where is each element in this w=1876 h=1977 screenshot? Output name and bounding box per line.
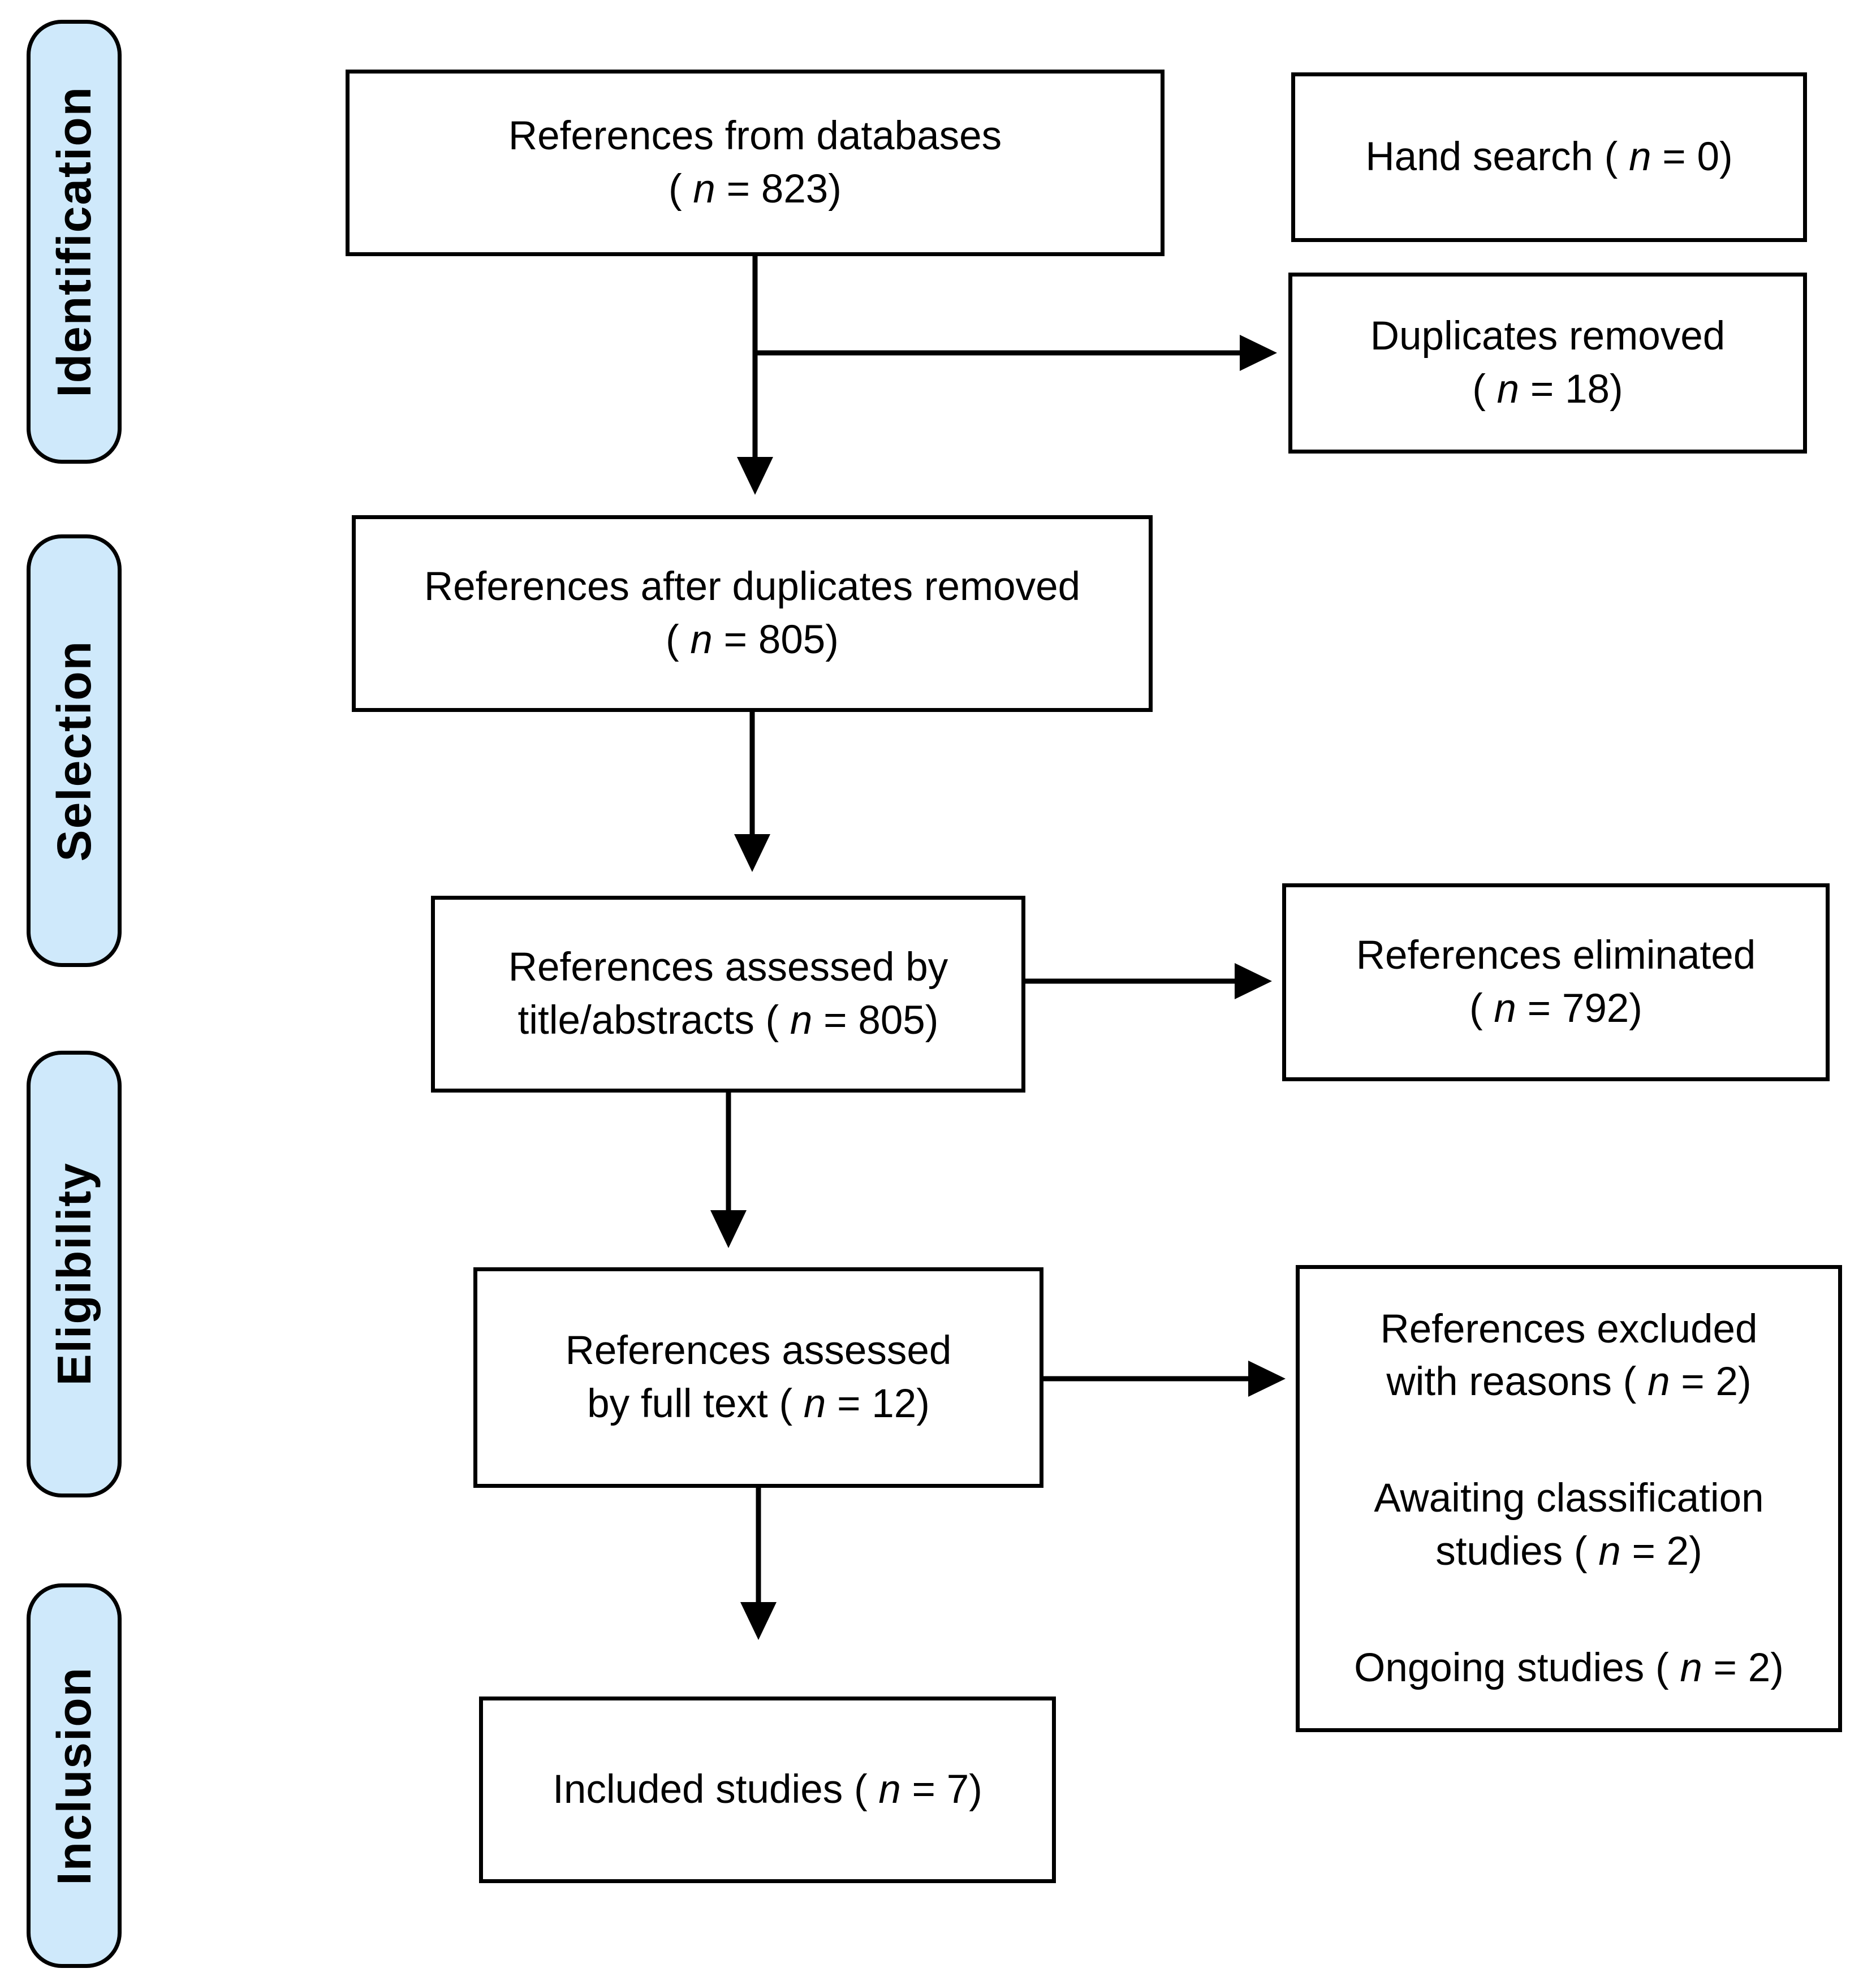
box-text: = 792) (1516, 986, 1642, 1031)
n-symbol: n (690, 618, 713, 662)
box-text: = 805) (712, 618, 839, 662)
arrow-db-to-afterdup-head (737, 457, 773, 495)
box-text: Awaiting classification (1374, 1476, 1764, 1521)
arrow-branch-to-duplicates-head (1240, 335, 1277, 371)
box-line: title/abstracts ( n = 805) (518, 994, 939, 1047)
box-text: References assessed (565, 1328, 952, 1374)
box-line: References after duplicates removed (424, 560, 1080, 614)
box-text: Duplicates removed (1370, 314, 1726, 359)
box-line: References eliminated (1356, 929, 1756, 982)
box-assessed-title-abstracts: References assessed by title/abstracts (… (431, 896, 1025, 1093)
arrow-titleabs-to-eliminated-head (1235, 963, 1272, 999)
box-included-studies: Included studies ( n = 7) (479, 1697, 1056, 1883)
box-line: Hand search ( n = 0) (1365, 131, 1732, 184)
box-text: Ongoing studies ( (1354, 1645, 1680, 1690)
box-text: = 2) (1620, 1529, 1702, 1574)
box-line: by full text ( n = 12) (587, 1378, 930, 1431)
box-hand-search: Hand search ( n = 0) (1291, 72, 1807, 242)
box-line: Included studies ( n = 7) (553, 1763, 982, 1816)
box-line: studies ( n = 2) (1374, 1525, 1763, 1578)
box-text: References excluded (1380, 1306, 1758, 1352)
box-text: References after duplicates removed (424, 564, 1081, 610)
stage-identification: Identification (27, 20, 122, 464)
arrow-titleabs-to-fulltext-head (710, 1210, 747, 1248)
ongoing-paragraph: Ongoing studies ( n = 2) (1354, 1642, 1784, 1695)
box-text: = 0) (1651, 135, 1733, 180)
box-text: ( (1472, 367, 1497, 412)
box-after-duplicates-removed: References after duplicates removed ( n … (352, 515, 1153, 712)
arrow-fulltext-to-included-head (740, 1602, 777, 1640)
stage-selection: Selection (27, 534, 122, 967)
box-text: Hand search ( (1365, 135, 1629, 180)
n-symbol: n (878, 1767, 901, 1812)
box-line: Ongoing studies ( n = 2) (1354, 1642, 1784, 1695)
box-text: ( (669, 167, 693, 211)
box-text: studies ( (1435, 1529, 1599, 1574)
n-symbol: n (693, 167, 715, 211)
box-text: = 7) (900, 1767, 982, 1812)
box-text: = 805) (812, 998, 939, 1043)
box-references-from-databases: References from databases ( n = 823) (346, 70, 1165, 256)
box-text: References eliminated (1356, 933, 1756, 978)
n-symbol: n (1494, 986, 1516, 1031)
box-line: Awaiting classification (1374, 1472, 1763, 1525)
box-text: Included studies ( (553, 1767, 879, 1812)
n-symbol: n (1629, 135, 1651, 180)
awaiting-paragraph: Awaiting classification studies ( n = 2) (1374, 1472, 1763, 1578)
stage-eligibility: Eligibility (27, 1051, 122, 1497)
excluded-paragraph: References excluded with reasons ( n = 2… (1380, 1303, 1757, 1409)
box-line: References from databases (508, 110, 1002, 163)
box-line: ( n = 805) (666, 614, 839, 667)
box-duplicates-removed: Duplicates removed ( n = 18) (1288, 273, 1807, 454)
n-symbol: n (790, 998, 813, 1043)
box-text: References assessed by (508, 945, 948, 990)
n-symbol: n (1497, 367, 1520, 412)
box-text: = 823) (715, 167, 842, 211)
box-line: References assessed (566, 1324, 952, 1378)
box-text: = 2) (1702, 1645, 1784, 1690)
box-line: ( n = 792) (1469, 982, 1642, 1035)
box-text: ( (1469, 986, 1494, 1031)
arrow-fulltext-to-excluded-head (1248, 1361, 1286, 1397)
box-text: title/abstracts ( (517, 998, 790, 1043)
box-text: References from databases (508, 114, 1002, 159)
box-text: = 2) (1670, 1359, 1752, 1405)
box-line: ( n = 18) (1472, 363, 1623, 416)
box-excluded-awaiting-ongoing: References excluded with reasons ( n = 2… (1296, 1265, 1842, 1732)
n-symbol: n (803, 1382, 826, 1426)
box-text: by full text ( (587, 1382, 804, 1426)
stage-inclusion: Inclusion (27, 1583, 122, 1968)
n-symbol: n (1648, 1359, 1670, 1405)
n-symbol: n (1680, 1645, 1702, 1690)
box-text: = 12) (826, 1382, 930, 1426)
box-line: References assessed by (508, 941, 948, 994)
box-line: References excluded (1380, 1303, 1757, 1356)
box-line: Duplicates removed (1370, 310, 1725, 363)
box-text: with reasons ( (1386, 1359, 1648, 1405)
n-symbol: n (1598, 1529, 1621, 1574)
box-line: ( n = 823) (669, 163, 842, 216)
box-assessed-full-text: References assessed by full text ( n = 1… (473, 1267, 1043, 1488)
arrow-afterdup-to-titleabs-head (734, 834, 770, 872)
box-references-eliminated: References eliminated ( n = 792) (1282, 883, 1830, 1081)
box-text: = 18) (1519, 367, 1623, 412)
box-text: ( (666, 618, 691, 662)
box-line: with reasons ( n = 2) (1380, 1356, 1757, 1409)
